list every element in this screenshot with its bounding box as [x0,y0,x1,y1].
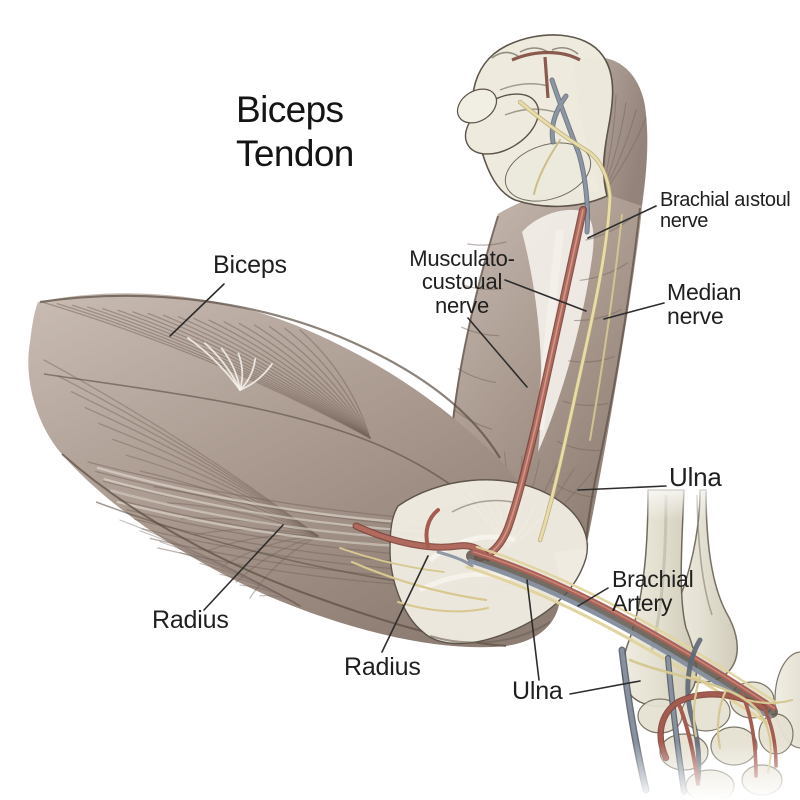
vein-path [549,77,590,235]
brachial-artery-path [352,206,587,562]
leader-radius-bottom [381,555,429,653]
label-ulna-right: Ulna [669,462,722,492]
label-radius-bottom: Radius [344,653,421,681]
leader-musculocutaneous-1 [504,279,587,312]
label-median-nerve: Median nerve [667,279,742,330]
nerve-branches-elbow [339,547,489,613]
leader-lines [169,205,667,695]
label-brachial-artery: Brachial Artery [612,566,694,617]
figure-title: Biceps Tendon [236,89,354,174]
leader-median-nerve [603,302,665,320]
median-nerve-path [517,99,623,543]
leader-brachial-artery [577,587,609,607]
hand-vessels [600,637,800,800]
leader-radius-left [203,524,284,611]
tendon-t-mark [511,50,581,99]
label-musculocutaneous-nerve: Musculato- custoual nerve [409,246,515,318]
leader-ulna-bottom-2 [569,680,641,695]
label-radius-left: Radius [152,606,229,634]
label-biceps: Biceps [213,251,287,279]
label-ulna-bottom: Ulna [512,677,563,705]
leader-ulna-bottom-1 [526,579,540,681]
leader-musculocutaneous-2 [467,317,528,388]
leader-biceps [169,283,225,337]
leader-ulna-right [577,485,667,491]
palm-heel [504,142,592,202]
leader-brachial-nerve [587,205,657,239]
label-brachial-nerve: Brachial aıstoul nerve [660,189,791,233]
